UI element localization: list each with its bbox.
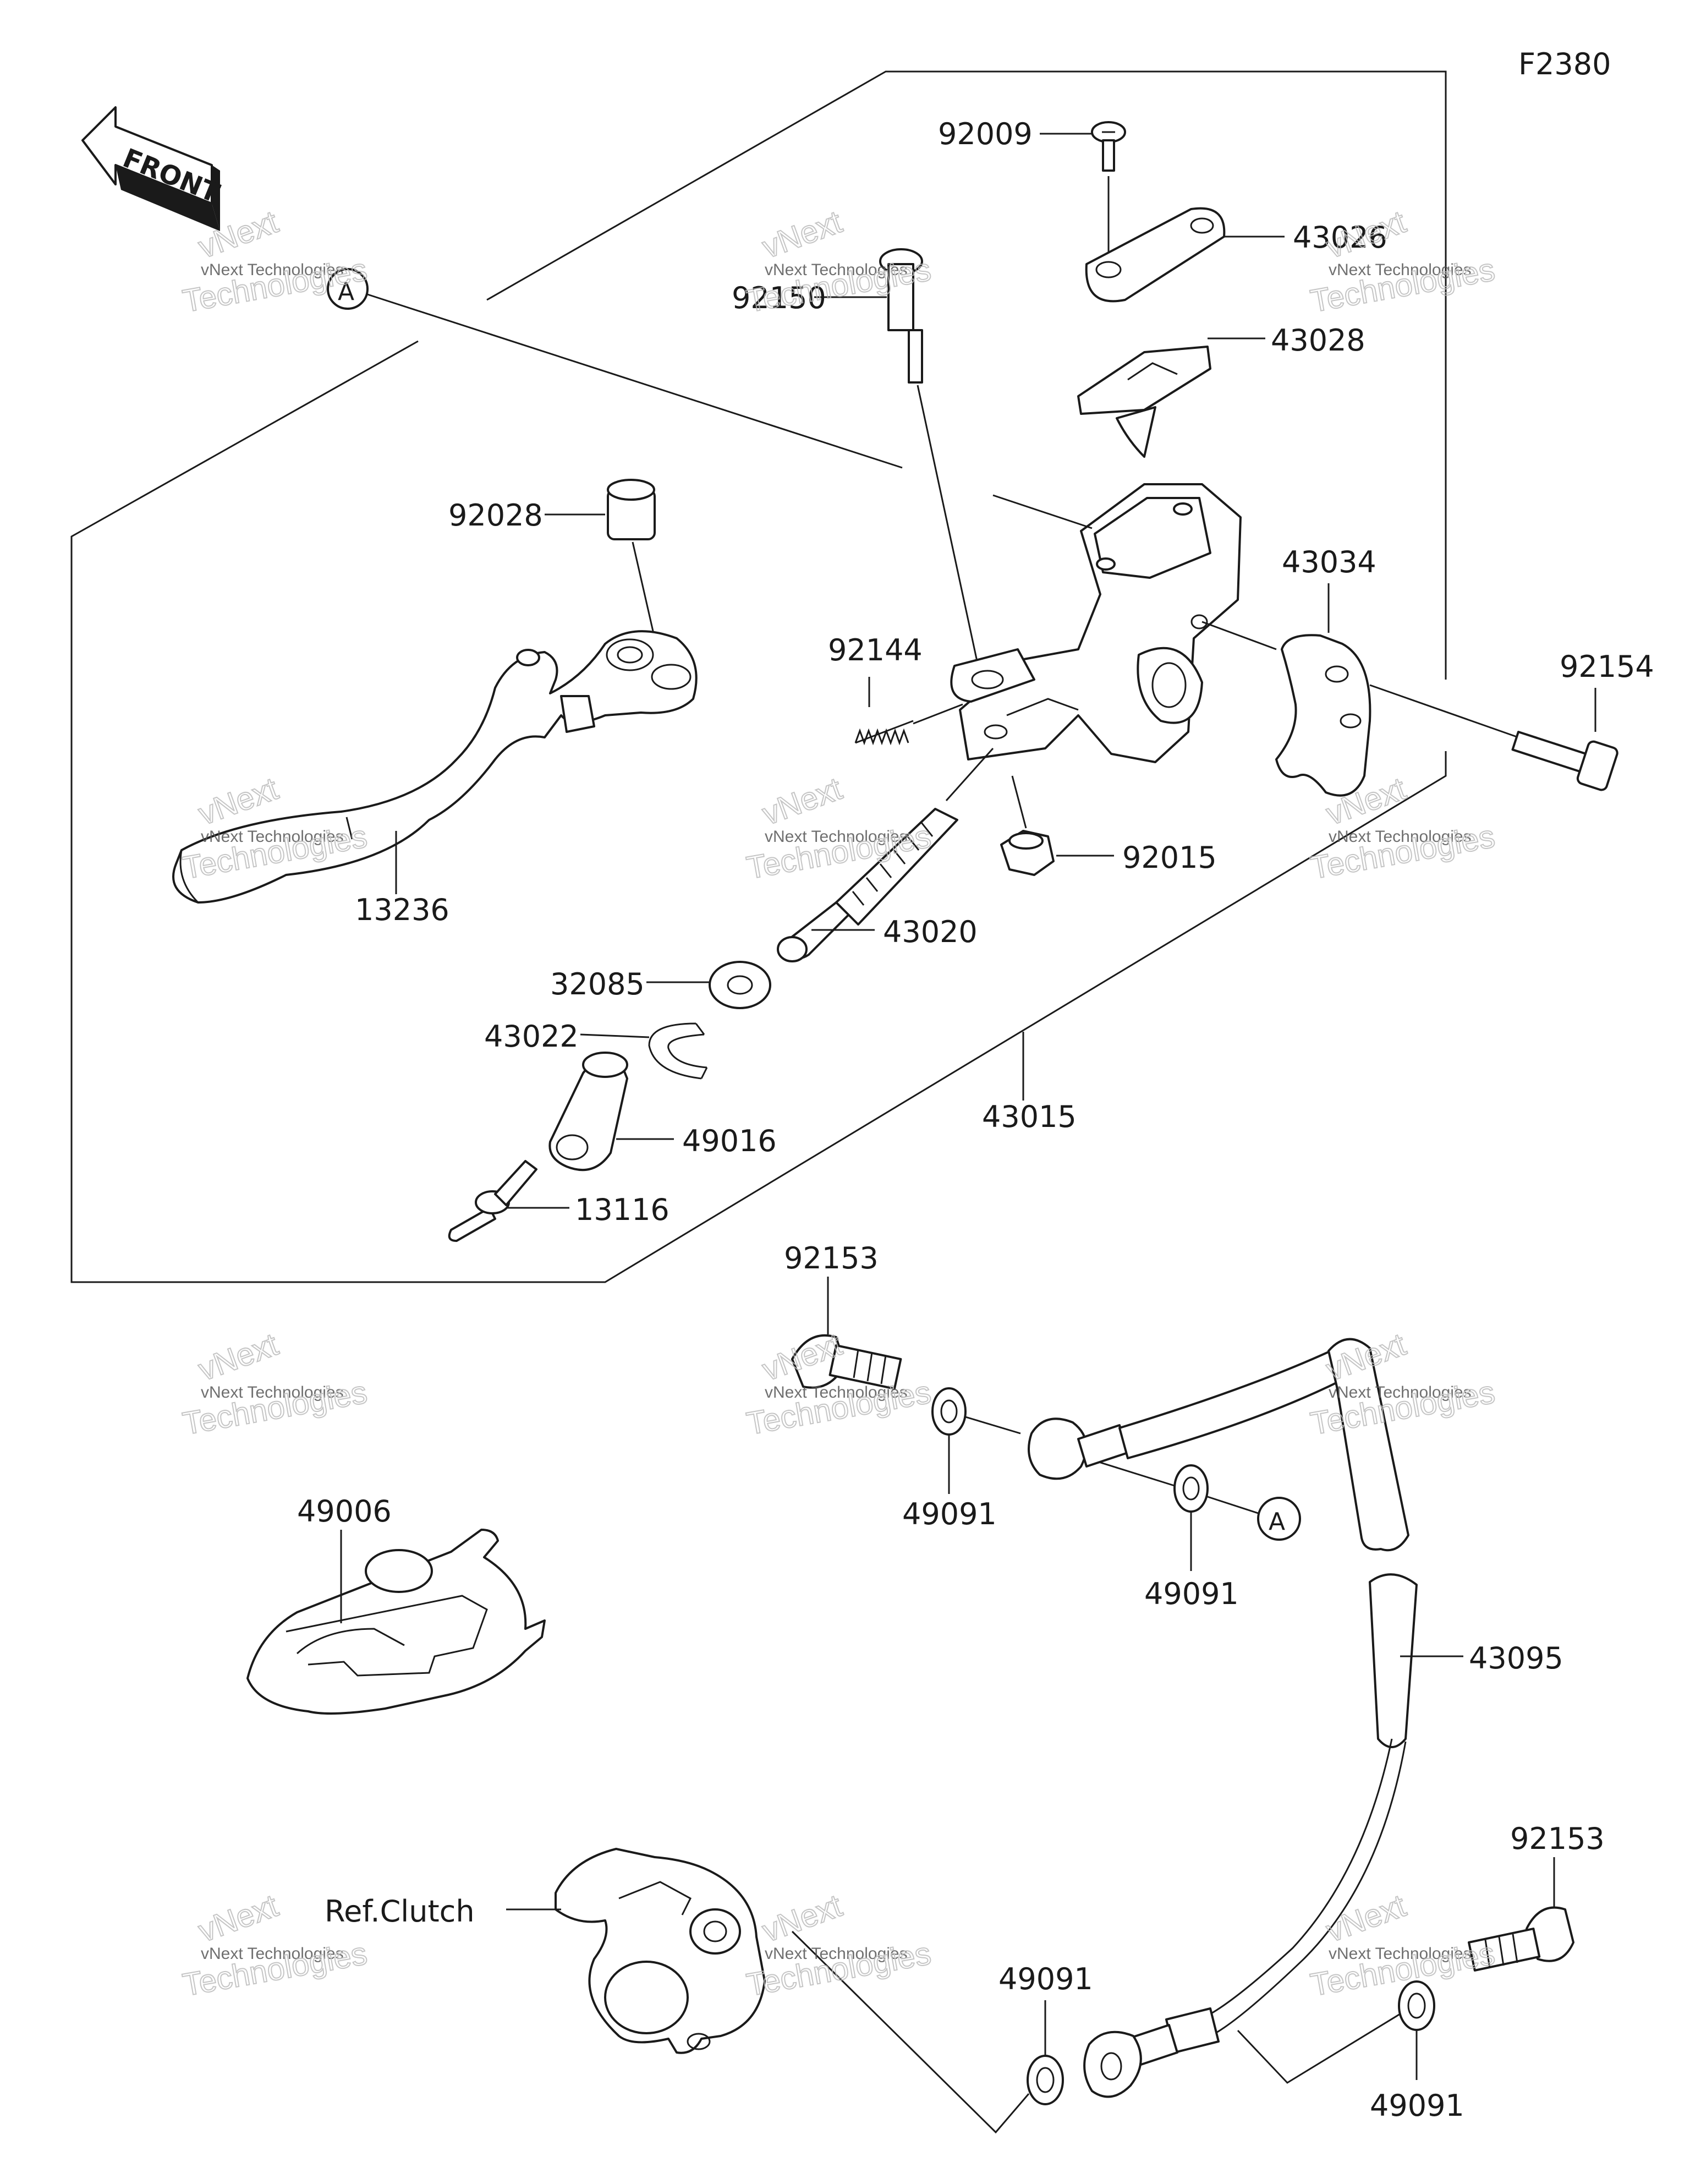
label-43022: 43022 [484,1019,579,1054]
washer-49091-b [1173,1464,1209,1513]
svg-text:vNext Technologies: vNext Technologies [201,1383,344,1402]
ref-a-bottom: A [1257,1497,1301,1541]
assembly-box-outline-left [70,340,1447,1283]
cover-49006 [246,1529,546,1715]
svg-text:A: A [1269,1508,1285,1536]
svg-text:vNext Technologies: vNext Technologies [765,828,908,846]
leader-49091-c-axis [791,1930,1030,2134]
lever-13236 [172,630,698,904]
label-92015: 92015 [1122,840,1217,875]
circlip-43022 [648,1022,708,1080]
leader-ref-a-bottom [1207,1496,1259,1514]
label-49016: 49016 [682,1124,777,1158]
watermarks: vNext vNext Technologies Technologies vN… [179,203,1498,2004]
label-49091-b: 49091 [1144,1577,1239,1611]
spring-92144 [854,720,914,746]
screw-92009 [1091,121,1126,172]
svg-text:vNext: vNext [758,204,847,265]
pushrod-13116 [448,1160,537,1242]
svg-text:vNext: vNext [758,770,847,832]
diagram-code: F2380 [1518,47,1611,81]
label-49091-a: 49091 [902,1497,997,1531]
bushing-92028 [607,479,656,540]
master-cylinder-body [950,483,1242,763]
nut-92015 [1000,830,1055,876]
assembly-box-outline [486,70,1447,680]
washer-49091-a [931,1387,967,1436]
leader-49091-a-axis [965,1416,1021,1435]
label-43015: 43015 [982,1099,1077,1134]
ref-clutch-caliper [555,1848,766,2054]
leader-43020-axis [945,747,994,802]
svg-text:vNext Technologies: vNext Technologies [1329,1945,1472,1963]
label-ref-clutch: Ref.Clutch [325,1894,475,1929]
banjo-bolt-92153-top [791,1334,902,1390]
svg-text:vNext Technologies: vNext Technologies [201,828,344,846]
leader-body-top [992,494,1093,529]
leader-92144-axis [913,703,963,725]
leader-92150-axis [917,385,980,672]
washer-49091-c [1027,2055,1064,2105]
label-92144: 92144 [828,633,923,667]
label-92009: 92009 [938,117,1033,151]
svg-text:vNext Technologies: vNext Technologies [765,1945,908,1963]
svg-text:vNext Technologies: vNext Technologies [765,1383,908,1402]
boot-49016 [548,1052,628,1172]
svg-text:vNext Technologies: vNext Technologies [201,1945,344,1963]
label-92153-top: 92153 [784,1241,879,1276]
leader-49091-b-axis [1086,1457,1175,1487]
svg-text:vNext: vNext [758,1887,847,1949]
label-92153-bottom: 92153 [1510,1821,1605,1856]
diaphragm-43028 [1077,346,1211,458]
clamp-43034 [1275,634,1371,797]
leader-ref-a-top [367,293,903,469]
leader-43034-axis [1369,684,1519,738]
bolt-92150 [879,248,923,384]
label-13116: 13116 [575,1192,670,1227]
svg-text:vNext: vNext [194,1326,283,1388]
svg-text:vNext Technologies: vNext Technologies [765,261,908,279]
bolt-92154 [1511,731,1618,791]
leader-92015-axis [1011,775,1027,829]
label-43020: 43020 [883,915,978,949]
leader-92028-axis [632,541,656,639]
label-43028: 43028 [1271,323,1365,358]
svg-text:vNext: vNext [1321,1887,1411,1949]
svg-text:vNext Technologies: vNext Technologies [1329,261,1472,279]
banjo-bolt-92153-bottom [1468,1906,1574,1972]
svg-text:vNext Technologies: vNext Technologies [1329,828,1472,846]
label-49006: 49006 [297,1494,392,1529]
svg-text:A: A [338,278,354,306]
label-13236: 13236 [355,893,449,927]
label-92150: 92150 [732,281,826,315]
leader-49091-d-axis [1237,2013,1401,2084]
label-92154: 92154 [1560,649,1654,684]
front-arrow-icon: FRONT [81,106,224,231]
label-43095: 43095 [1469,1641,1563,1676]
svg-text:vNext Technologies: vNext Technologies [1329,1383,1472,1402]
leader-body-clamp [1201,621,1277,650]
label-92028: 92028 [448,498,543,533]
brake-hose-43095 [1028,1338,1418,2098]
washer-49091-d [1398,1980,1435,2031]
label-49091-c: 49091 [998,1962,1093,1996]
label-49091-d: 49091 [1370,2088,1464,2123]
washer-32085 [709,961,771,1009]
svg-text:vNext: vNext [194,1887,283,1949]
leader-43022 [580,1033,650,1038]
svg-text:vNext: vNext [1321,204,1411,265]
label-43034: 43034 [1282,545,1376,579]
label-32085: 32085 [550,967,645,1001]
reservoir-cap-43026 [1085,207,1226,303]
ref-a-top: A [327,268,369,310]
label-43026: 43026 [1293,220,1387,255]
svg-text:vNext Technologies: vNext Technologies [201,261,344,279]
